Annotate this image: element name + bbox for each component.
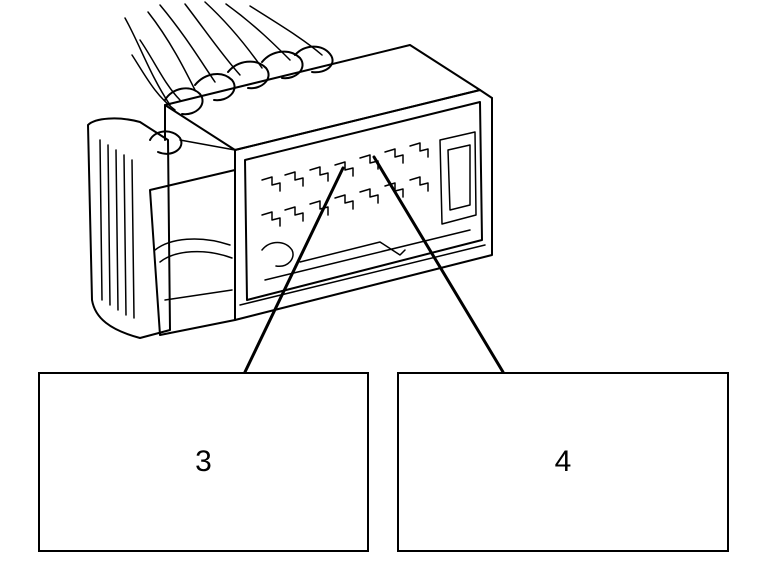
connector-housing (87, 44, 493, 339)
callout-number-3: 3 (195, 445, 212, 478)
wire-harness (124, 1, 334, 116)
callout-box-4: 4 (397, 372, 729, 552)
leader-line-4 (372, 155, 505, 374)
leader-line-3 (243, 166, 345, 374)
callout-box-3: 3 (38, 372, 369, 552)
callout-number-4: 4 (554, 445, 572, 478)
